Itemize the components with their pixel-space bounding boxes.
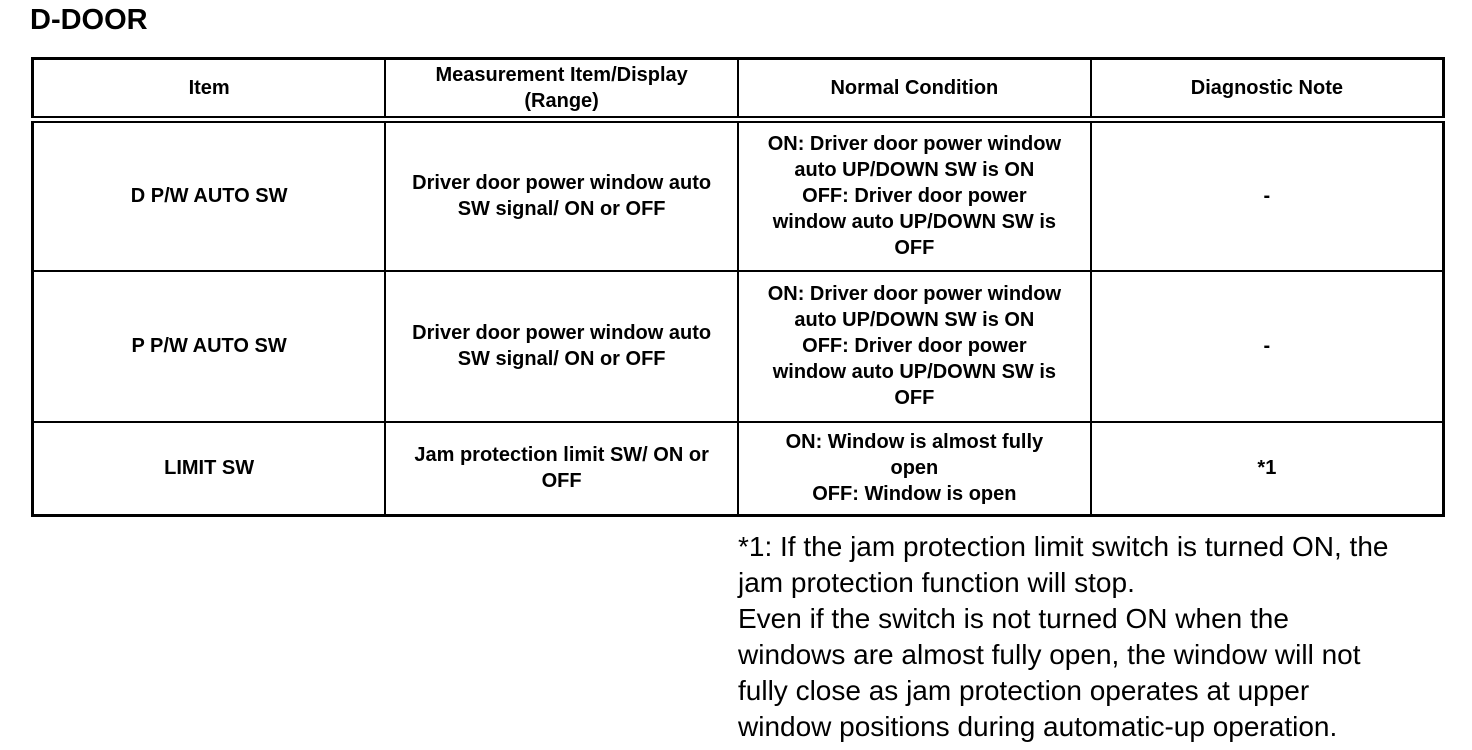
cell-normal-condition: ON: Driver door power window auto UP/DOW… [737, 118, 1092, 272]
column-header-measurement: Measurement Item/Display (Range) [384, 57, 739, 123]
cell-item: LIMIT SW [31, 420, 387, 517]
cell-measurement: Driver door power window auto SW signal/… [384, 269, 739, 423]
footnote-text: *1: If the jam protection limit switch i… [738, 531, 1389, 742]
cell-diagnostic-note: - [1089, 269, 1445, 423]
cell-diagnostic-note: - [1089, 118, 1445, 272]
table-row: LIMIT SW Jam protection limit SW/ ON or … [31, 420, 1445, 517]
cell-item: D P/W AUTO SW [31, 118, 387, 272]
table-row: P P/W AUTO SW Driver door power window a… [31, 269, 1445, 423]
cell-normal-condition: ON: Driver door power window auto UP/DOW… [737, 269, 1092, 423]
page-title: D-DOOR [30, 4, 148, 36]
cell-normal-condition: ON: Window is almost fully open OFF: Win… [737, 420, 1092, 517]
column-header-item: Item [31, 57, 387, 123]
table-header-row: Item Measurement Item/Display (Range) No… [31, 57, 1445, 123]
table-row: D P/W AUTO SW Driver door power window a… [31, 118, 1445, 272]
cell-measurement: Jam protection limit SW/ ON or OFF [384, 420, 739, 517]
column-header-normal-condition: Normal Condition [737, 57, 1092, 123]
cell-diagnostic-note: *1 [1089, 420, 1445, 517]
column-header-diagnostic-note: Diagnostic Note [1089, 57, 1445, 123]
diagnostic-table: Item Measurement Item/Display (Range) No… [31, 57, 1445, 517]
cell-measurement: Driver door power window auto SW signal/… [384, 118, 739, 272]
cell-item: P P/W AUTO SW [31, 269, 387, 423]
